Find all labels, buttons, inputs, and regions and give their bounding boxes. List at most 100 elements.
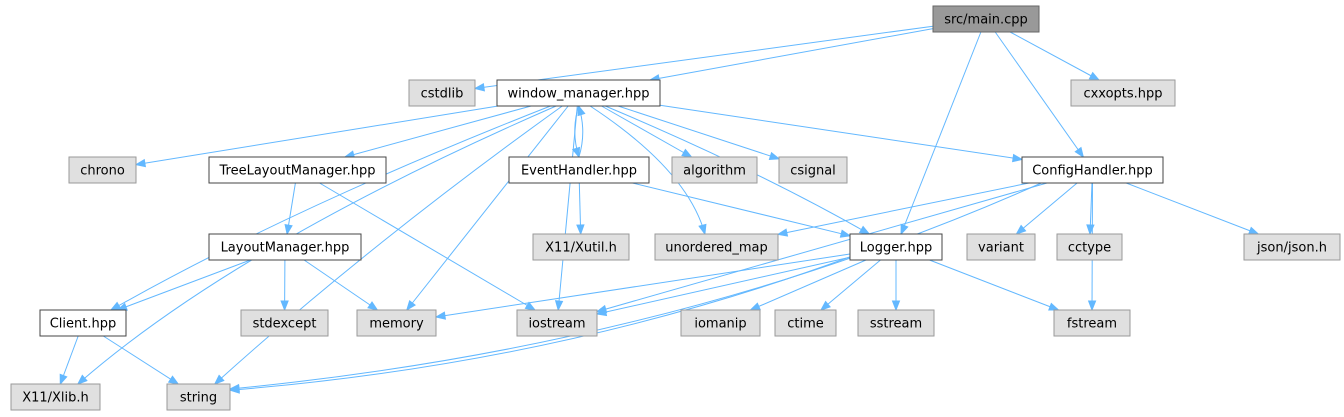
node-sstream: sstream bbox=[857, 309, 935, 337]
node-label: json/json.h bbox=[1256, 241, 1327, 256]
edge-arrowhead bbox=[367, 301, 379, 311]
node-iostream: iostream bbox=[516, 309, 598, 337]
edge-wm-to-ch bbox=[659, 104, 1024, 163]
node-memory: memory bbox=[356, 309, 437, 337]
edge-arrowhead bbox=[76, 374, 88, 385]
node-label: TreeLayoutManager.hpp bbox=[219, 164, 376, 179]
node-algorithm: algorithm bbox=[671, 156, 758, 184]
edge-logger-to-iostream bbox=[595, 256, 851, 317]
edge-line bbox=[659, 104, 1023, 160]
edge-arrowhead bbox=[1087, 300, 1097, 312]
edge-tlm-to-iostream bbox=[319, 182, 537, 311]
edge-arrowhead bbox=[1048, 302, 1060, 311]
node-xlib: X11/Xlib.h bbox=[10, 383, 101, 411]
edge-wm-to-memory bbox=[405, 105, 569, 312]
edge-arrowhead bbox=[819, 300, 831, 311]
node-json: json/json.h bbox=[1243, 233, 1341, 261]
node-label: sstream bbox=[870, 317, 922, 332]
node-label: chrono bbox=[80, 164, 125, 179]
edge-wm-to-string bbox=[213, 105, 563, 385]
edge-line bbox=[229, 256, 851, 391]
node-box bbox=[671, 156, 758, 184]
edge-arrowhead bbox=[698, 223, 707, 236]
node-box bbox=[408, 79, 476, 107]
node-label: iomanip bbox=[694, 317, 746, 332]
edge-line bbox=[229, 182, 1042, 390]
edge-line bbox=[1016, 182, 1078, 235]
node-label: iostream bbox=[528, 317, 585, 332]
node-label: string bbox=[180, 391, 217, 406]
node-main[interactable]: src/main.cpp bbox=[932, 5, 1040, 33]
node-eh[interactable]: EventHandler.hpp bbox=[508, 156, 650, 184]
edge-line bbox=[110, 105, 551, 311]
edge-client-to-xlib bbox=[59, 335, 79, 386]
edge-arrowhead bbox=[768, 151, 781, 160]
node-tlm[interactable]: TreeLayoutManager.hpp bbox=[208, 156, 387, 184]
edge-eh-to-logger bbox=[632, 182, 852, 238]
edge-line bbox=[344, 105, 532, 158]
node-wm[interactable]: window_manager.hpp bbox=[496, 79, 661, 107]
node-label: cstdlib bbox=[421, 87, 464, 102]
node-box bbox=[496, 79, 661, 107]
edge-main-to-cxxopts bbox=[1009, 31, 1101, 81]
edge-arrowhead bbox=[109, 301, 122, 311]
edge-line bbox=[1009, 31, 1100, 81]
node-label: Logger.hpp bbox=[860, 241, 933, 256]
node-variant: variant bbox=[966, 233, 1036, 261]
edge-wm-to-client bbox=[109, 105, 551, 311]
node-ch[interactable]: ConfigHandler.hpp bbox=[1021, 156, 1164, 184]
edge-ch-to-umap bbox=[776, 182, 1030, 237]
edge-line bbox=[650, 28, 934, 81]
node-lm[interactable]: LayoutManager.hpp bbox=[208, 233, 362, 261]
node-box bbox=[532, 233, 630, 261]
edge-arrowhead bbox=[1012, 153, 1024, 163]
node-cctype: cctype bbox=[1056, 233, 1123, 261]
node-label: csignal bbox=[790, 164, 836, 179]
edge-arrowhead bbox=[1088, 71, 1101, 81]
edge-arrowhead bbox=[577, 104, 586, 117]
edge-arrowhead bbox=[858, 225, 871, 235]
node-label: X11/Xutil.h bbox=[545, 241, 617, 256]
edge-arrowhead bbox=[59, 373, 68, 386]
edge-wm-to-tlm bbox=[343, 105, 532, 159]
node-stdexcept: stdexcept bbox=[240, 309, 329, 337]
edge-arrowhead bbox=[167, 375, 180, 385]
edge-logger-to-memory bbox=[434, 253, 851, 320]
edge-line bbox=[601, 105, 692, 158]
node-client[interactable]: Client.hpp bbox=[39, 309, 127, 337]
node-box bbox=[1243, 233, 1341, 261]
node-box bbox=[857, 309, 935, 337]
edge-main-to-ch bbox=[994, 31, 1085, 159]
node-label: LayoutManager.hpp bbox=[221, 241, 350, 256]
node-box bbox=[10, 383, 101, 411]
edge-arrowhead bbox=[891, 300, 901, 312]
edge-line bbox=[435, 253, 851, 318]
edge-ch-to-variant bbox=[1015, 182, 1078, 235]
edge-line bbox=[750, 259, 867, 311]
node-csignal: csignal bbox=[778, 156, 848, 184]
edge-logger-to-string bbox=[228, 256, 851, 394]
edge-logger-to-fstream bbox=[929, 259, 1060, 311]
node-box bbox=[774, 309, 837, 337]
edge-line bbox=[617, 105, 780, 160]
edge-lm-to-stdexcept bbox=[280, 259, 289, 312]
edge-arrowhead bbox=[434, 311, 446, 320]
node-box bbox=[1021, 156, 1164, 184]
edge-line bbox=[820, 259, 881, 311]
nodes-layer: src/main.cpp cstdlib window_manager.hpp cxx… bbox=[10, 5, 1341, 411]
node-box bbox=[1053, 309, 1131, 337]
edge-arrowhead bbox=[1074, 146, 1085, 159]
edge-eh-to-xutil bbox=[576, 182, 585, 236]
edge-client-to-string bbox=[103, 335, 180, 385]
edge-line bbox=[117, 259, 251, 311]
node-label: cxxopts.hpp bbox=[1083, 87, 1162, 102]
node-label: ctime bbox=[787, 317, 824, 332]
node-box bbox=[1070, 79, 1176, 107]
edge-line bbox=[214, 105, 563, 385]
node-box bbox=[240, 309, 329, 337]
node-logger[interactable]: Logger.hpp bbox=[849, 233, 943, 261]
edge-arrowhead bbox=[749, 302, 761, 311]
edge-line bbox=[303, 259, 378, 311]
node-box bbox=[166, 383, 231, 411]
